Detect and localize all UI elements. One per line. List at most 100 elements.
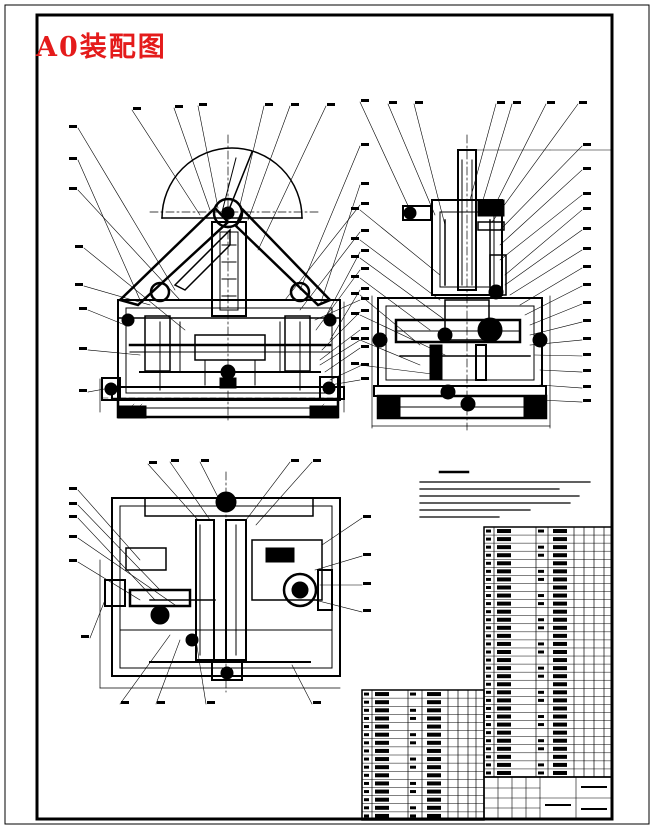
parts-list-main-row xyxy=(486,601,567,606)
parts-list-main-row xyxy=(486,762,567,767)
side-balloon-42 xyxy=(351,337,421,366)
parts-list-main-row xyxy=(486,714,567,719)
side-balloon-34 xyxy=(489,101,555,216)
parts-list-main-row xyxy=(486,690,567,695)
front-balloon-13 xyxy=(79,347,141,356)
side-balloon-39 xyxy=(351,275,431,331)
parts-list-main-row xyxy=(486,617,567,622)
side-balloon-30 xyxy=(387,101,436,216)
side-balloon-53 xyxy=(529,319,591,336)
top-balloon-76 xyxy=(195,639,215,705)
top-balloon-63 xyxy=(255,459,321,526)
parts-list-continued-row xyxy=(364,692,441,697)
parts-list-main-row xyxy=(486,577,567,582)
outer-frame xyxy=(4,4,650,825)
parts-list-main-row xyxy=(486,625,567,630)
parts-list-continued-row xyxy=(364,708,441,713)
parts-list-main-row xyxy=(486,730,567,735)
top-balloon-60 xyxy=(169,459,211,521)
front-balloon-19 xyxy=(324,249,369,319)
parts-list-continued-row xyxy=(364,773,441,778)
parts-list-continued xyxy=(361,689,485,821)
front-balloon-22 xyxy=(321,309,369,351)
parts-list-continued-row xyxy=(364,757,441,762)
parts-list-continued-row xyxy=(364,789,441,794)
parts-list-main-row xyxy=(486,770,567,775)
parts-list-main-row xyxy=(486,722,567,727)
side-balloon-47 xyxy=(504,207,591,276)
parts-list-main-row xyxy=(486,537,567,542)
side-view xyxy=(371,134,613,431)
parts-list-main-row xyxy=(486,698,567,703)
parts-list-main-row xyxy=(486,593,567,598)
dial-arc xyxy=(161,147,303,219)
front-balloon-21 xyxy=(329,287,369,341)
front-balloon-14 xyxy=(79,387,111,393)
parts-list-main-row xyxy=(486,666,567,671)
top-balloon-71 xyxy=(314,553,371,571)
parts-list-main-row xyxy=(486,658,567,663)
top-balloon-72 xyxy=(319,582,371,586)
sheet-title: A0装配图 xyxy=(36,32,167,63)
front-balloon-20 xyxy=(315,267,369,331)
side-balloon-43 xyxy=(351,362,441,376)
front-balloon-26 xyxy=(329,377,369,386)
top-balloon-62 xyxy=(245,459,299,521)
inner-frame xyxy=(35,13,614,821)
front-balloon-16 xyxy=(319,182,369,306)
front-balloon-17 xyxy=(284,202,369,301)
side-balloon-49 xyxy=(509,247,591,296)
front-balloon-7 xyxy=(69,125,176,291)
parts-list-continued-row xyxy=(364,813,441,818)
parts-list-main-row xyxy=(486,641,567,646)
side-balloon-52 xyxy=(529,301,591,326)
front-balloon-28 xyxy=(319,337,369,366)
parts-list-main xyxy=(483,526,613,778)
parts-list-main-row xyxy=(486,674,567,679)
parts-list-continued-row xyxy=(364,797,441,802)
technical-requirements xyxy=(419,470,591,518)
side-balloon-57 xyxy=(539,384,591,389)
parts-list-continued-row xyxy=(364,805,441,810)
front-balloon-10 xyxy=(75,245,186,331)
front-balloon-3 xyxy=(197,103,219,209)
top-view xyxy=(99,471,341,693)
side-balloon-33 xyxy=(479,101,521,211)
side-balloon-48 xyxy=(504,227,591,286)
parts-list-continued-row xyxy=(364,740,441,745)
side-balloon-50 xyxy=(519,265,591,306)
top-balloon-77 xyxy=(291,664,321,705)
parts-list-main-row xyxy=(486,650,567,654)
parts-list-continued-row xyxy=(364,748,441,753)
front-balloon-8 xyxy=(69,157,141,301)
parts-list-main-row xyxy=(486,682,567,687)
parts-list-main-row xyxy=(486,706,567,711)
part-balloons xyxy=(69,99,591,705)
side-balloon-29 xyxy=(359,99,411,211)
front-balloon-9 xyxy=(69,187,181,301)
front-balloon-11 xyxy=(75,283,151,306)
side-balloon-56 xyxy=(539,369,591,373)
front-balloon-2 xyxy=(173,105,211,211)
front-view xyxy=(99,134,345,421)
top-balloon-73 xyxy=(314,599,371,613)
parts-list-continued-row xyxy=(364,716,441,721)
parts-list-main-row xyxy=(486,738,567,743)
side-balloon-58 xyxy=(539,399,591,403)
title-block xyxy=(483,776,613,820)
parts-list-main-row xyxy=(486,553,567,558)
side-balloon-37 xyxy=(351,237,441,301)
parts-list-main-row xyxy=(486,529,567,534)
top-balloon-59 xyxy=(147,461,199,521)
side-balloon-46 xyxy=(499,192,591,261)
parts-list-main-row xyxy=(486,609,567,614)
front-balloon-18 xyxy=(299,229,369,311)
top-balloon-70 xyxy=(321,515,371,546)
parts-list-main-row xyxy=(486,633,567,638)
side-balloon-36 xyxy=(351,207,441,276)
side-balloon-38 xyxy=(351,255,446,321)
front-balloon-23 xyxy=(319,327,369,361)
top-balloon-61 xyxy=(199,459,223,506)
parts-list-main-row xyxy=(486,585,567,590)
